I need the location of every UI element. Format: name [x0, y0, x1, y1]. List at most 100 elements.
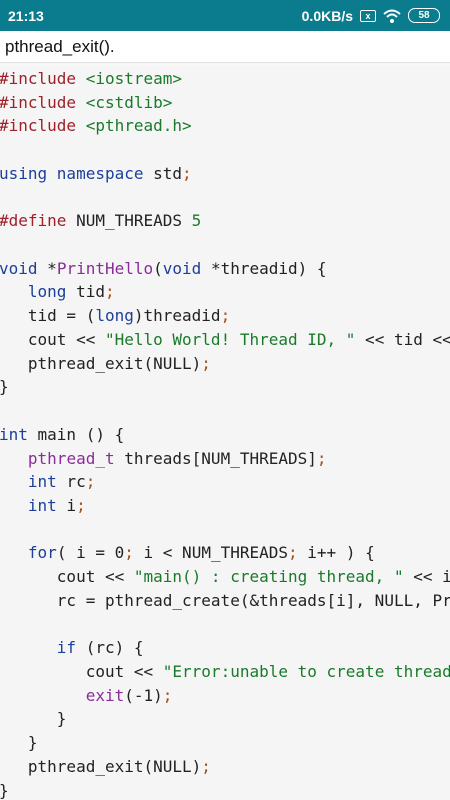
code-token: ;	[182, 163, 192, 183]
code-token: 5	[191, 211, 202, 231]
code-line: cout << "Hello World! Thread ID, " << ti…	[0, 330, 450, 350]
code-token: ;	[76, 495, 86, 515]
code-token: "Error:unable to create thread,"	[162, 662, 450, 681]
code-token: ;	[201, 756, 211, 776]
network-speed: 0.0KB/s	[301, 7, 353, 24]
code-line: void *PrintHello(void *threadid) {	[0, 259, 327, 279]
code-token: threads[NUM_THREADS]	[124, 448, 317, 468]
code-token: std	[153, 163, 183, 183]
code-token: ;	[162, 685, 173, 705]
code-token: #include	[0, 69, 86, 88]
code-line: cout << "Error:unable to create thread,"…	[0, 662, 450, 682]
code-token	[0, 496, 28, 515]
code-token	[0, 543, 28, 562]
code-line: }	[0, 781, 9, 800]
code-token: rc = pthread_create(&threads[i], NULL, P…	[56, 590, 450, 610]
text-strip-label: pthread_exit().	[5, 36, 115, 56]
code-token: <cstdlib>	[85, 92, 173, 112]
code-line: #include <iostream>	[0, 69, 182, 89]
status-bar: 21:13 0.0KB/s x 58	[0, 0, 450, 31]
code-token: ;	[104, 282, 115, 302]
code-line: int rc;	[0, 472, 95, 492]
code-line: pthread_exit(NULL);	[0, 757, 211, 777]
code-line: for( i = 0; i < NUM_THREADS; i++ ) {	[0, 543, 375, 563]
code-line: int main () {	[0, 425, 124, 445]
code-token: if	[56, 638, 77, 658]
code-token: *threadid) {	[210, 258, 327, 278]
wifi-icon	[383, 9, 401, 23]
code-line: if (rc) {	[0, 638, 144, 658]
code-line: }	[0, 709, 67, 729]
code-line: rc = pthread_create(&threads[i], NULL, P…	[0, 591, 450, 611]
code-token: <iostream>	[85, 69, 183, 88]
code-token: void	[0, 258, 48, 278]
code-token: #include	[0, 116, 86, 136]
code-token: ( i = 0	[56, 543, 125, 563]
code-token: i	[66, 495, 77, 515]
code-line: #define NUM_THREADS 5	[0, 211, 201, 231]
battery-icon: 58	[408, 8, 440, 23]
code-line: int i;	[0, 496, 86, 516]
code-token	[0, 472, 28, 491]
code-token: "Hello World! Thread ID, "	[104, 329, 356, 349]
code-token: #define	[0, 211, 77, 231]
code-token: }	[0, 377, 9, 396]
code-token: PrintHello	[56, 258, 154, 278]
sim-x-icon: x	[360, 9, 376, 22]
code-token	[0, 449, 28, 468]
code-token: <pthread.h>	[85, 116, 192, 136]
code-token: i < NUM_THREADS	[133, 543, 289, 563]
code-line: }	[0, 733, 38, 753]
code-token: "main() : creating thread, "	[133, 567, 404, 587]
code-token: ;	[201, 353, 211, 373]
code-token: (rc) {	[76, 638, 144, 658]
selected-text-strip: pthread_exit().	[0, 31, 450, 63]
code-token: ;	[316, 448, 327, 468]
code-line: }	[0, 377, 9, 397]
code-token: }	[0, 709, 67, 729]
code-token	[0, 282, 28, 301]
code-line: using namespace std;	[0, 164, 192, 184]
code-token: using namespace	[0, 163, 154, 183]
code-token: pthread_t	[27, 448, 125, 468]
code-token: #include	[0, 92, 86, 112]
code-token	[0, 638, 57, 657]
code-token: cout <<	[0, 567, 134, 587]
code-token: exit	[85, 685, 125, 705]
code-token: ;	[85, 472, 96, 492]
code-line: #include <pthread.h>	[0, 116, 192, 136]
code-token: int	[27, 495, 67, 515]
code-token: void	[162, 258, 211, 278]
code-token: long	[95, 306, 134, 326]
code-token: }	[0, 781, 9, 800]
code-line: pthread_t threads[NUM_THREADS];	[0, 449, 327, 469]
code-token: i++ ) {	[297, 543, 375, 563]
code-token: NUM_THREADS	[76, 211, 192, 231]
code-token: int	[0, 424, 38, 444]
code-token: }	[0, 733, 38, 753]
code-token: pthread_exit(NULL)	[0, 353, 202, 373]
code-line: pthread_exit(NULL);	[0, 354, 211, 374]
code-token: int	[27, 472, 67, 492]
code-line: tid = (long)threadid;	[0, 306, 230, 326]
code-token: (	[153, 258, 163, 278]
code-line: cout << "main() : creating thread, " << …	[0, 567, 450, 587]
code-token: for	[27, 543, 57, 563]
code-token: << i << endl	[413, 567, 450, 587]
code-block: #include <iostream>#include <cstdlib>#in…	[0, 66, 450, 800]
code-token: *	[47, 258, 57, 278]
code-token: main () {	[37, 424, 125, 444]
code-token: cout <<	[0, 329, 105, 349]
code-token: tid	[76, 282, 105, 302]
code-token: pthread_exit(NULL)	[0, 756, 202, 776]
code-token: << tid << endl	[365, 329, 450, 349]
code-token: ;	[124, 543, 134, 563]
code-line: exit(-1);	[0, 685, 173, 706]
code-line: long tid;	[0, 282, 115, 302]
code-token: long	[27, 282, 77, 302]
code-line: #include <cstdlib>	[0, 93, 172, 113]
code-token: (-1)	[124, 685, 163, 705]
code-token: ;	[288, 543, 298, 563]
status-time: 21:13	[8, 7, 44, 24]
code-token: ;	[220, 306, 231, 326]
